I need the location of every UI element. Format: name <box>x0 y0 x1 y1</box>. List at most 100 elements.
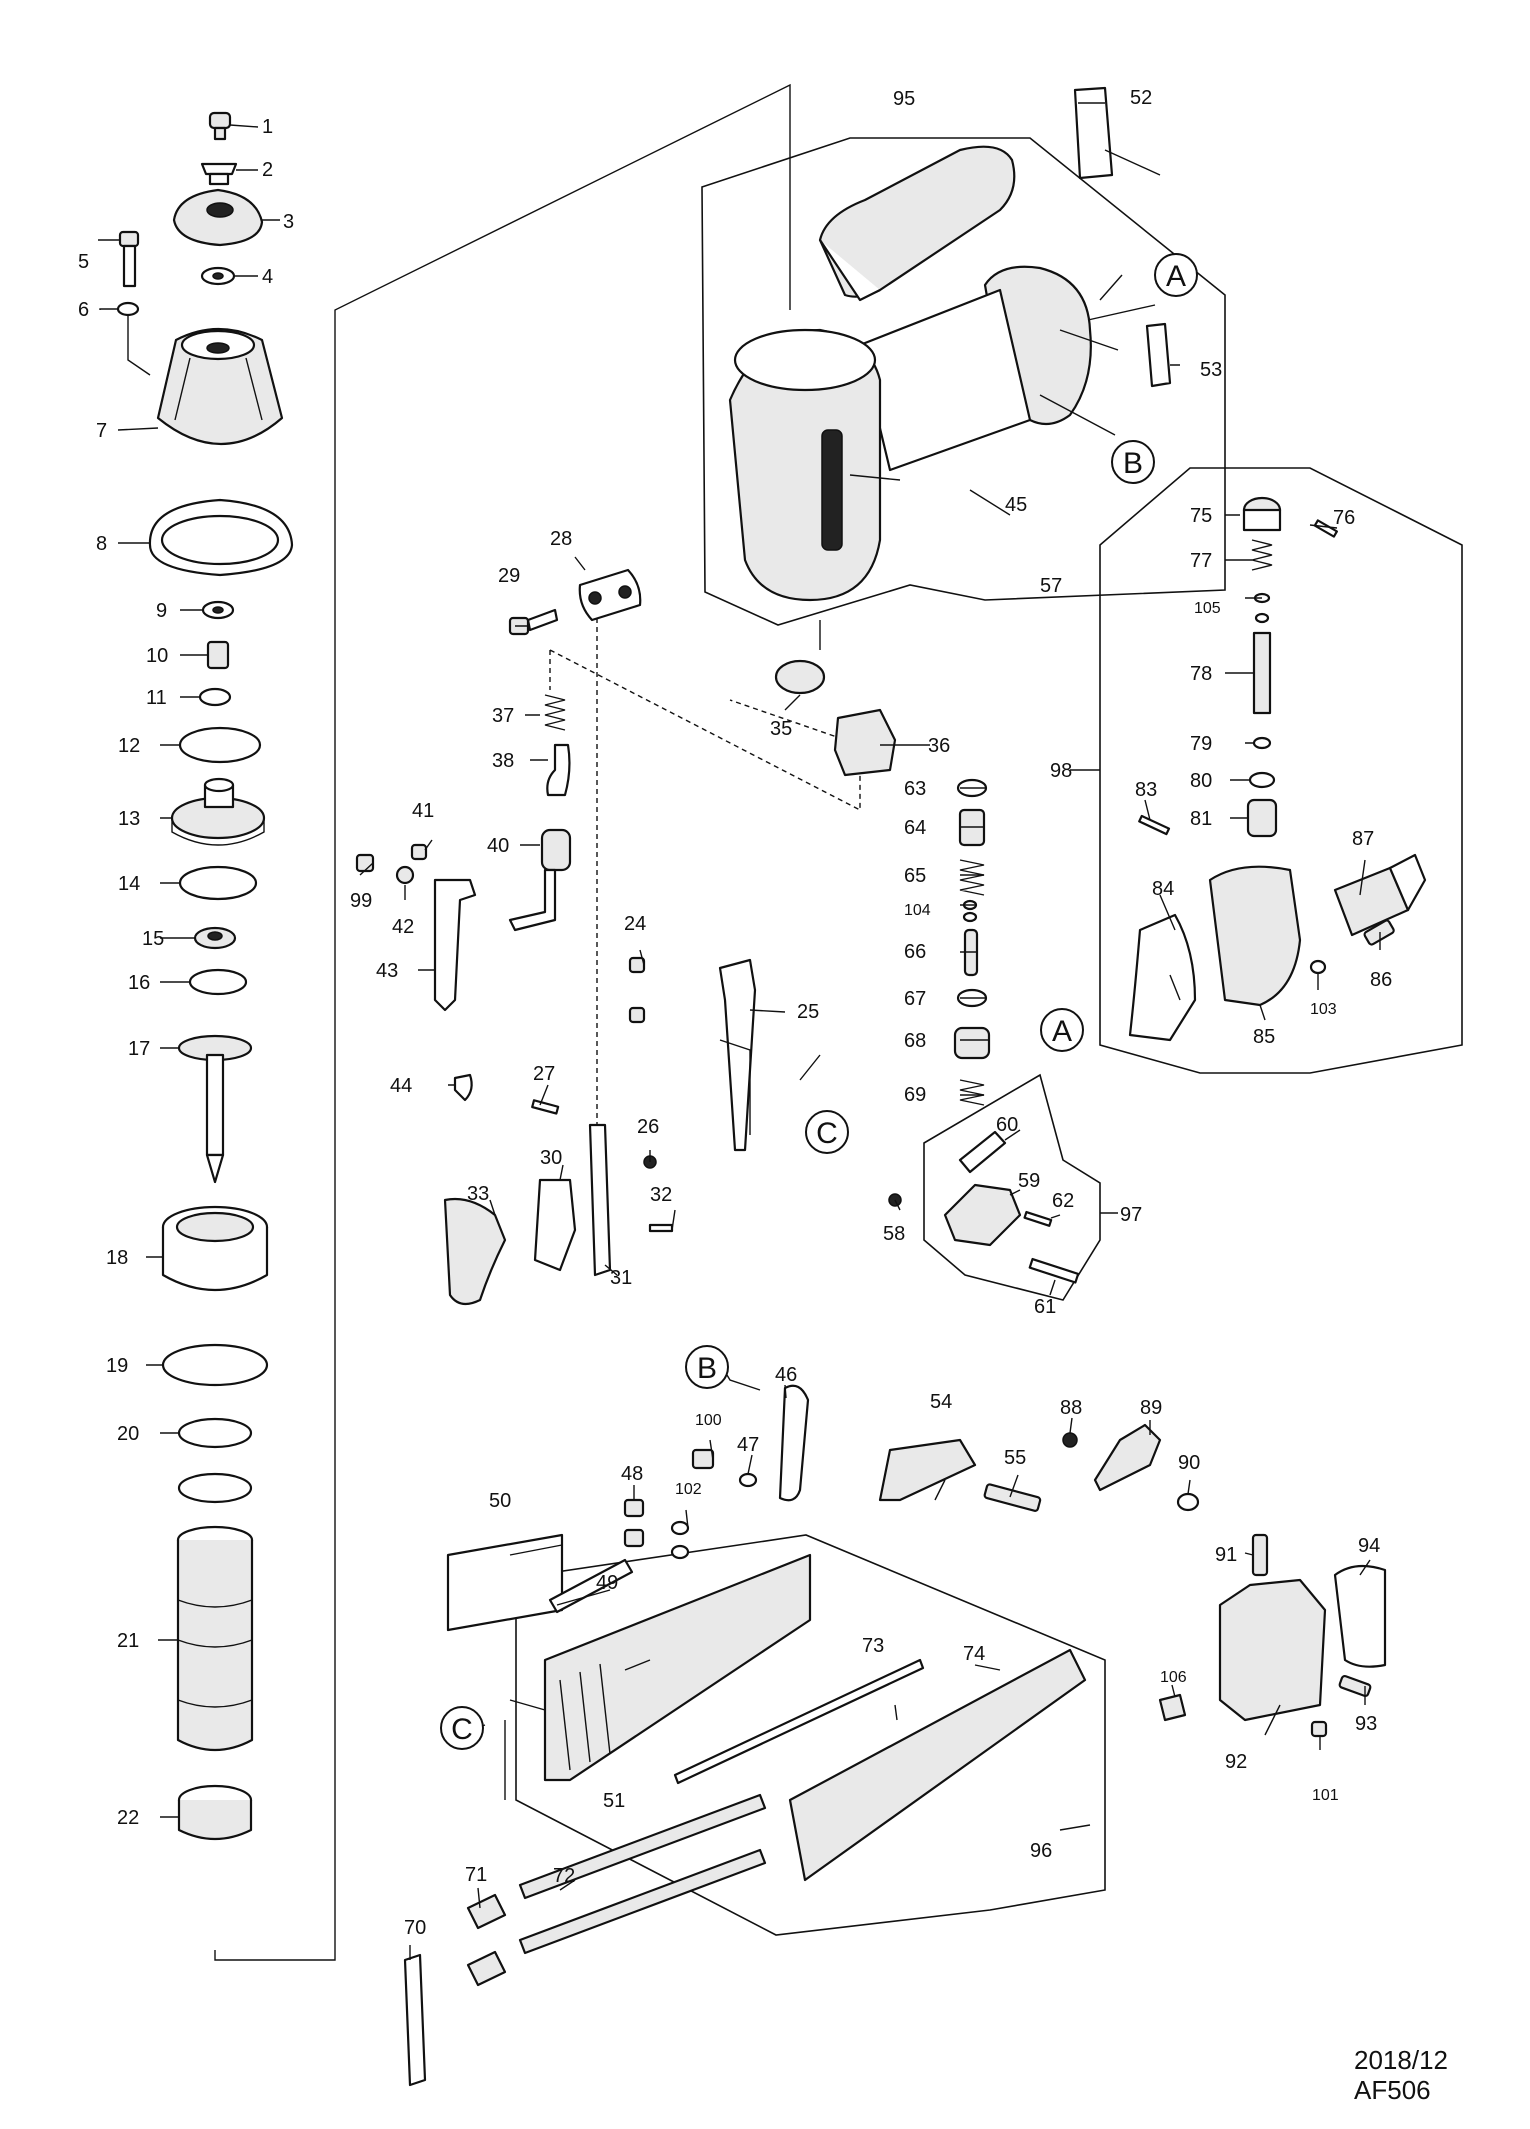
part-label: 54 <box>930 1391 952 1413</box>
part-label: 19 <box>106 1355 128 1377</box>
part-label: 57 <box>1040 575 1062 597</box>
part-label: 55 <box>1004 1447 1026 1469</box>
svg-text:A: A <box>1052 1015 1072 1048</box>
part-label: 15 <box>142 928 164 950</box>
part-label: 75 <box>1190 505 1212 527</box>
part-label: 13 <box>118 808 140 830</box>
part-label: 18 <box>106 1247 128 1269</box>
part-label: 9 <box>156 600 167 622</box>
part-label: 40 <box>487 835 509 857</box>
part-label: 33 <box>467 1183 489 1205</box>
part-label: 43 <box>376 960 398 982</box>
svg-text:A: A <box>1166 260 1186 293</box>
part-label: 98 <box>1050 760 1072 782</box>
assembly-outline-97 <box>923 1073 1101 1301</box>
dashed-guide <box>549 600 861 1200</box>
part-label: 5 <box>78 251 89 273</box>
part-label: 38 <box>492 750 514 772</box>
part-label: 90 <box>1178 1452 1200 1474</box>
callout-b-top: B <box>1111 440 1155 484</box>
part-label: 105 <box>1194 600 1221 617</box>
part-label: 35 <box>770 718 792 740</box>
part-label: 84 <box>1152 878 1174 900</box>
part-label: 10 <box>146 645 168 667</box>
part-label: 59 <box>1018 1170 1040 1192</box>
part-label: 25 <box>797 1001 819 1023</box>
part-label: 86 <box>1370 969 1392 991</box>
part-label: 42 <box>392 916 414 938</box>
part-label: 48 <box>621 1463 643 1485</box>
part-label: 91 <box>1215 1544 1237 1566</box>
part-label: 76 <box>1333 507 1355 529</box>
svg-text:B: B <box>1123 447 1143 480</box>
part-label: 63 <box>904 778 926 800</box>
assembly-outline-96 <box>515 1534 1106 1936</box>
part-label: 50 <box>489 1490 511 1512</box>
part-label: 2 <box>262 159 273 181</box>
part-label: 83 <box>1135 779 1157 801</box>
part-label: 69 <box>904 1084 926 1106</box>
svg-text:C: C <box>451 1713 473 1746</box>
part-label: 74 <box>963 1643 985 1665</box>
part-label: 95 <box>893 88 915 110</box>
trigger-parts <box>355 568 897 1306</box>
part-label: 27 <box>533 1063 555 1085</box>
part-label: 31 <box>610 1267 632 1289</box>
part-label: 7 <box>96 420 107 442</box>
part-label: 26 <box>637 1116 659 1138</box>
part-label: 77 <box>1190 550 1212 572</box>
part-label: 8 <box>96 533 107 555</box>
body-housing <box>728 86 1172 602</box>
part-label: 81 <box>1190 808 1212 830</box>
part-label: 28 <box>550 528 572 550</box>
part-label: 6 <box>78 299 89 321</box>
drawing-reference: 2018/12 AF506 <box>1354 2045 1448 2105</box>
part-label: 93 <box>1355 1713 1377 1735</box>
date-code: 2018/12 <box>1354 2045 1448 2075</box>
part-label: 49 <box>596 1572 618 1594</box>
callout-a-top: A <box>1154 253 1198 297</box>
part-label: 70 <box>404 1917 426 1939</box>
part-label: 46 <box>775 1364 797 1386</box>
part-label: 73 <box>862 1635 884 1657</box>
model-number: AF506 <box>1354 2075 1431 2105</box>
part-label: 14 <box>118 873 140 895</box>
part-label: 47 <box>737 1434 759 1456</box>
part-label: 78 <box>1190 663 1212 685</box>
part-label: 71 <box>465 1864 487 1886</box>
part-label: 62 <box>1052 1190 1074 1212</box>
part-label: 24 <box>624 913 646 935</box>
part-label: 64 <box>904 817 926 839</box>
part-label: 61 <box>1034 1296 1056 1318</box>
part-label: 20 <box>117 1423 139 1445</box>
part-label: 45 <box>1005 494 1027 516</box>
part-label: 65 <box>904 865 926 887</box>
part-label: 17 <box>128 1038 150 1060</box>
part-label: 88 <box>1060 1397 1082 1419</box>
part-label: 51 <box>603 1790 625 1812</box>
part-label: 11 <box>146 687 167 709</box>
svg-text:C: C <box>816 1117 838 1150</box>
part-label: 102 <box>675 1481 702 1498</box>
part-label: 36 <box>928 735 950 757</box>
part-label: 21 <box>117 1630 139 1652</box>
part-label: 67 <box>904 988 926 1010</box>
part-label: 16 <box>128 972 150 994</box>
part-label: 92 <box>1225 1751 1247 1773</box>
callout-c-bottom: C <box>440 1706 484 1750</box>
part-label: 68 <box>904 1030 926 1052</box>
part-label: 99 <box>350 890 372 912</box>
part-label: 58 <box>883 1223 905 1245</box>
part-labels: 1 2 3 4 5 6 7 8 9 10 11 12 13 14 15 16 1… <box>78 87 1392 1939</box>
part-label: 101 <box>1312 1787 1339 1804</box>
shaft-outline <box>214 83 791 1961</box>
svg-text:B: B <box>697 1352 717 1385</box>
assembly-outline-95 <box>701 137 1226 626</box>
part-label: 79 <box>1190 733 1212 755</box>
part-label: 80 <box>1190 770 1212 792</box>
callout-b-bottom: B <box>685 1345 729 1389</box>
part-label: 104 <box>904 902 931 919</box>
assembly-outline-98 <box>1099 467 1463 1074</box>
part-label: 52 <box>1130 87 1152 109</box>
